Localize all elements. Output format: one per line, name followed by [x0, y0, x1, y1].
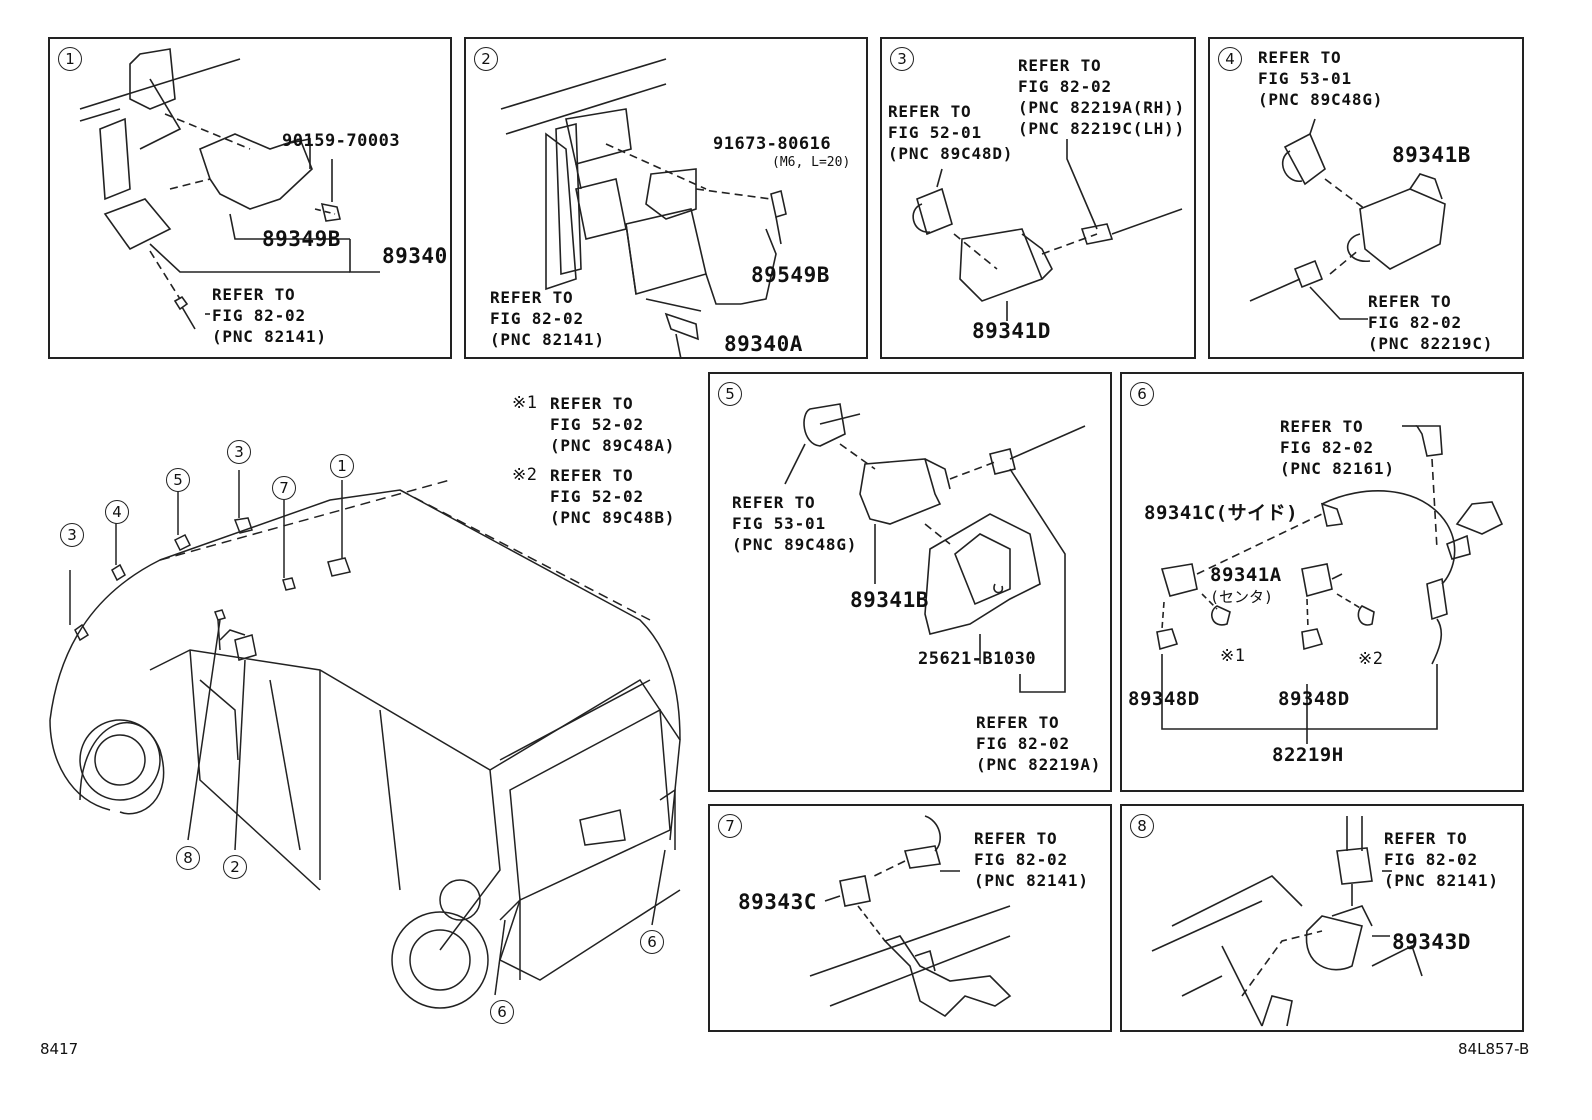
part-number-89341B: 89341B	[850, 588, 929, 612]
panel-5-drawing	[784, 403, 1086, 693]
note-2-text: REFER TO FIG 52-02 (PNC 89C48B)	[550, 466, 676, 527]
panel-number: 8	[1130, 814, 1154, 838]
part-number-89343C: 89343C	[738, 890, 817, 914]
part-number-89348D-right: 89348D	[1278, 688, 1350, 710]
panel-number: 4	[1218, 47, 1242, 71]
part-89341A-position: (センタ)	[1210, 588, 1274, 606]
part-number-82219H: 82219H	[1272, 744, 1344, 766]
vehicle-callout-3-left: 3	[60, 523, 84, 547]
vehicle-callout-4: 4	[105, 500, 129, 524]
vehicle-callout-2: 2	[223, 855, 247, 879]
part-number-89348D-left: 89348D	[1128, 688, 1200, 710]
panel-3-drawing	[912, 139, 1183, 321]
refer-to-note-top: REFER TO FIG 53-01 (PNC 89C48G)	[1258, 48, 1384, 109]
panel-number: 2	[474, 47, 498, 71]
panel-1-drawing	[79, 48, 380, 330]
part-number-89549B: 89549B	[751, 263, 830, 287]
panel-number: 7	[718, 814, 742, 838]
refer-to-note-bottom: REFER TO FIG 82-02 (PNC 82219A)	[976, 713, 1102, 774]
footer-right-code: 84L857-B	[1458, 1040, 1530, 1058]
note-mark-1: ※1	[1220, 646, 1246, 666]
footer-left-code: 8417	[40, 1040, 79, 1058]
panel-8: 8 REFER TO FIG 82-02 (PNC 82141) 89343D	[1120, 804, 1524, 1032]
panel-4: 4 REFER TO FIG 53-01 (PNC 89C48G) 89341B…	[1208, 37, 1524, 359]
vehicle-callout-6-bottom: 6	[490, 1000, 514, 1024]
panel-number: 1	[58, 47, 82, 71]
refer-to-note: REFER TO FIG 82-02 (PNC 82161)	[1280, 417, 1395, 478]
note-mark-2: ※2	[512, 465, 538, 485]
panel-5: 5 REFER TO FIG 53-01 (PNC 89C48G) 89341B…	[708, 372, 1112, 792]
vehicle-callout-8: 8	[176, 846, 200, 870]
part-number-89340: 89340	[382, 244, 448, 268]
vehicle-callout-1: 1	[330, 454, 354, 478]
panel-number: 6	[1130, 382, 1154, 406]
part-number-91673-80616: 91673-80616	[713, 134, 832, 154]
refer-to-note: REFER TO FIG 82-02 (PNC 82141)	[1384, 829, 1499, 890]
panel-2-drawing	[500, 58, 787, 360]
panel-6-drawing	[1156, 425, 1504, 744]
panel-2: 2 91673-80616 (M6, L=20) 89549B 89340A R…	[464, 37, 868, 360]
refer-to-note-bottom: REFER TO FIG 82-02 (PNC 82219C)	[1368, 292, 1494, 353]
refer-to-note-right: REFER TO FIG 82-02 (PNC 82219A(RH)) (PNC…	[1018, 56, 1185, 138]
panel-3: 3 REFER TO FIG 52-01 (PNC 89C48D) REFER …	[880, 37, 1196, 359]
panel-7: 7 REFER TO FIG 82-02 (PNC 82141) 89343C	[708, 804, 1112, 1032]
vehicle-callout-6-right: 6	[640, 930, 664, 954]
refer-to-note-left: REFER TO FIG 52-01 (PNC 89C48D)	[888, 102, 1014, 163]
bolt-spec: (M6, L=20)	[772, 155, 851, 170]
note-mark-2: ※2	[1358, 649, 1384, 669]
panel-1: 1 90159-70003 89349B 89340 REFER TO FIG …	[48, 37, 452, 359]
part-number-89349B: 89349B	[262, 227, 341, 251]
vehicle-callout-3-top: 3	[227, 440, 251, 464]
part-number-89341B: 89341B	[1392, 143, 1471, 167]
note-mark-1: ※1	[512, 393, 538, 413]
refer-to-note-top: REFER TO FIG 53-01 (PNC 89C48G)	[732, 493, 858, 554]
refer-to-note: REFER TO FIG 82-02 (PNC 82141)	[490, 288, 605, 349]
vehicle-callout-7: 7	[272, 476, 296, 500]
panel-7-drawing	[809, 815, 1012, 1018]
panel-4-drawing	[1249, 118, 1446, 320]
vehicle-drawing	[49, 470, 681, 1009]
panel-6: 6 REFER TO FIG	[1120, 372, 1524, 792]
refer-to-note: REFER TO FIG 82-02 (PNC 82141)	[212, 285, 327, 346]
panel-number: 5	[718, 382, 742, 406]
part-number-90159-70003: 90159-70003	[282, 131, 401, 151]
panel-number: 3	[890, 47, 914, 71]
part-number-89340A: 89340A	[724, 332, 803, 356]
part-number-89341A: 89341A	[1210, 564, 1282, 586]
note-1-text: REFER TO FIG 52-02 (PNC 89C48A)	[550, 394, 676, 455]
vehicle-callout-5: 5	[166, 468, 190, 492]
part-number-89343D: 89343D	[1392, 930, 1471, 954]
part-number-89341C: 89341C(サイド)	[1144, 502, 1299, 524]
part-number-25621-B1030: 25621-B1030	[918, 649, 1037, 669]
panel-8-drawing	[1151, 816, 1423, 1027]
refer-to-note: REFER TO FIG 82-02 (PNC 82141)	[974, 829, 1089, 890]
part-number-89341D: 89341D	[972, 319, 1051, 343]
